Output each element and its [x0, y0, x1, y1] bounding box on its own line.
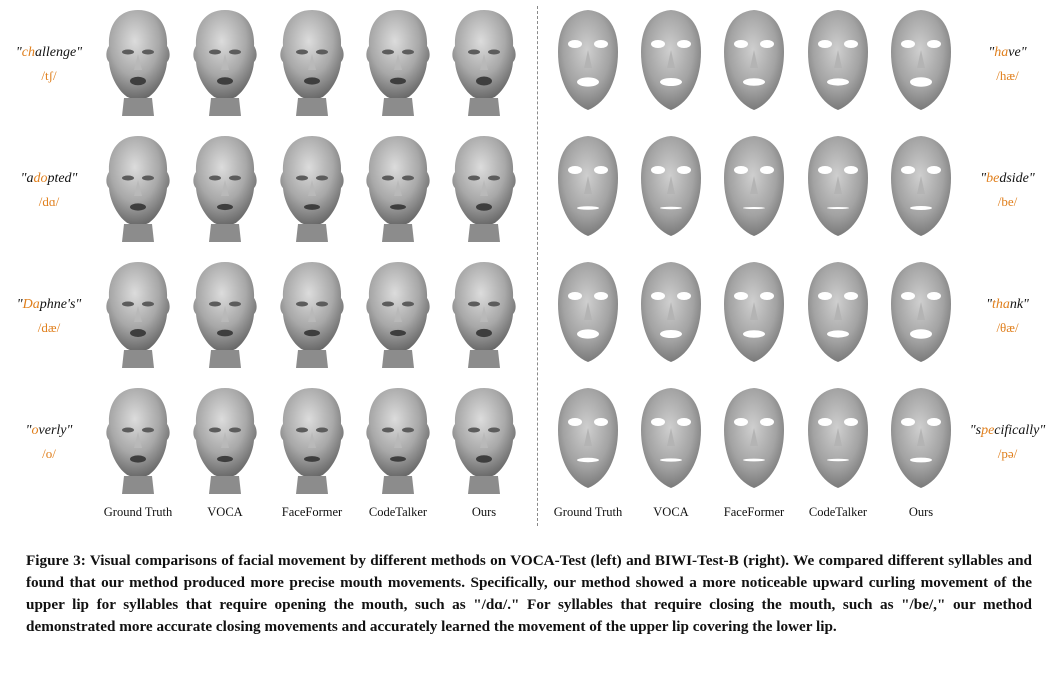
column-header: Ours	[471, 505, 497, 519]
syllable-label: "specifically" /pə/	[960, 422, 1055, 463]
head-render	[444, 384, 524, 501]
word-text: "specifically"	[969, 423, 1046, 438]
face-mask-render	[802, 132, 874, 247]
phoneme-text: /dɑ/	[38, 194, 60, 209]
head-render	[444, 6, 524, 123]
face-mask-render	[802, 384, 874, 499]
face-mask-render	[552, 258, 624, 373]
column-header: CodeTalker	[368, 505, 428, 519]
syllable-label: "bedside" /be/	[960, 170, 1055, 211]
phoneme-text: /o/	[42, 446, 56, 461]
head-render	[444, 132, 524, 249]
head-render	[98, 258, 178, 375]
word-text: "adopted"	[20, 171, 78, 186]
column-header: VOCA	[653, 505, 689, 519]
head-render	[98, 132, 178, 249]
head-render	[358, 384, 438, 501]
face-mask-render	[885, 258, 957, 373]
word-text: "bedside"	[980, 171, 1035, 186]
face-mask-render	[802, 6, 874, 121]
face-mask-render	[552, 132, 624, 247]
face-mask-render	[635, 6, 707, 121]
face-mask-render	[552, 384, 624, 499]
syllable-label: "overly" /o/	[4, 422, 94, 463]
syllable-label: "adopted" /dɑ/	[4, 170, 94, 211]
column-header: CodeTalker	[808, 505, 868, 519]
syllable-label: "Daphne's" /dæ/	[4, 296, 94, 337]
phoneme-text: /hæ/	[996, 68, 1019, 83]
head-render	[358, 6, 438, 123]
head-render	[272, 384, 352, 501]
syllable-label: "thank" /θæ/	[960, 296, 1055, 337]
head-render	[185, 6, 265, 123]
face-mask-render	[885, 6, 957, 121]
figure-caption: Figure 3: Visual comparisons of facial m…	[26, 552, 1032, 635]
head-render	[98, 6, 178, 123]
column-header: Ground Truth	[553, 505, 623, 519]
head-render	[98, 384, 178, 501]
face-mask-render	[718, 6, 790, 121]
head-render	[358, 258, 438, 375]
phoneme-text: /dæ/	[37, 320, 61, 335]
face-mask-render	[885, 384, 957, 499]
column-header: FaceFormer	[723, 505, 785, 519]
word-text: "Daphne's"	[16, 297, 82, 312]
face-mask-render	[718, 132, 790, 247]
column-header: Ground Truth	[103, 505, 173, 519]
syllable-label: "have" /hæ/	[960, 44, 1055, 85]
head-render	[185, 258, 265, 375]
phoneme-text: /pə/	[997, 446, 1018, 461]
head-render	[444, 258, 524, 375]
head-render	[272, 6, 352, 123]
phoneme-text: /θæ/	[996, 320, 1019, 335]
head-render	[272, 132, 352, 249]
face-mask-render	[552, 6, 624, 121]
word-text: "overly"	[25, 423, 73, 438]
column-header: FaceFormer	[281, 505, 343, 519]
face-mask-render	[718, 258, 790, 373]
phoneme-text: /tʃ/	[41, 68, 57, 83]
word-text: "have"	[988, 45, 1027, 60]
word-text: "thank"	[986, 297, 1029, 312]
biwi-test-panel: "have" /hæ/ "bedside" /be/	[540, 0, 1055, 530]
head-render	[185, 132, 265, 249]
head-render	[272, 258, 352, 375]
face-mask-render	[885, 132, 957, 247]
face-mask-render	[635, 384, 707, 499]
phoneme-text: /be/	[997, 194, 1018, 209]
face-mask-render	[802, 258, 874, 373]
syllable-label: "challenge" /tʃ/	[4, 44, 94, 85]
voca-test-panel: "challenge" /tʃ/ "adopted" /dɑ/	[0, 0, 535, 530]
panel-divider	[537, 6, 538, 526]
column-header: Ours	[908, 505, 934, 519]
head-render	[358, 132, 438, 249]
head-render	[185, 384, 265, 501]
word-text: "challenge"	[15, 45, 83, 60]
face-mask-render	[635, 132, 707, 247]
face-mask-render	[718, 384, 790, 499]
face-mask-render	[635, 258, 707, 373]
column-header: VOCA	[207, 505, 243, 519]
